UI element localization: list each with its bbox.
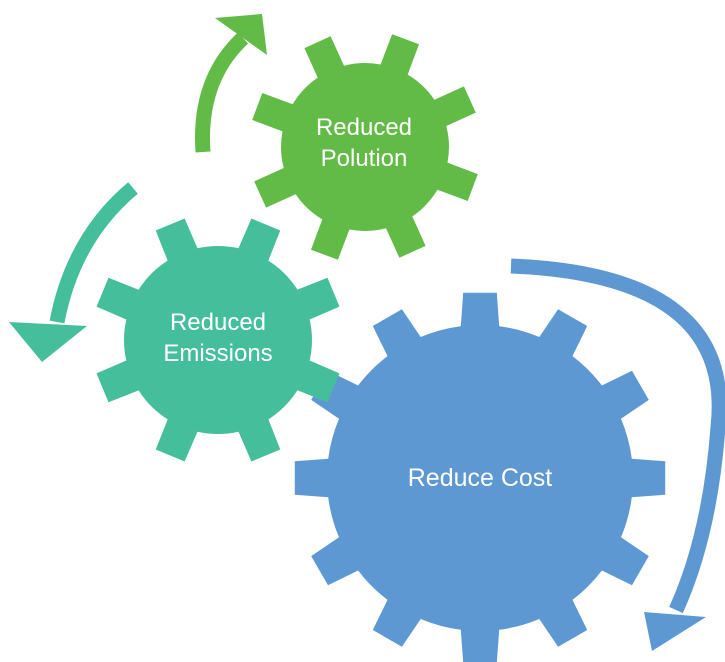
- gear-label-line: Reduced: [315, 114, 413, 141]
- gear-label-line: Polution: [320, 145, 408, 173]
- curved-arrow-down-left-icon: [49, 182, 138, 324]
- gear-reduced-emissions: [96, 218, 340, 462]
- gear-reduce-cost: [294, 292, 666, 662]
- arrow-head-icon: [215, 14, 267, 55]
- curved-arrow-down-icon: [510, 258, 725, 614]
- gear-label-line: Reduced: [169, 309, 267, 336]
- gear-label-reduce-cost: Reduce Cost: [370, 462, 590, 495]
- gear-label-reduced-pollution: Reduced Polution: [284, 112, 444, 174]
- arrow-head-icon: [644, 612, 706, 651]
- curved-arrow-up-icon: [195, 32, 249, 153]
- gear-label-line: Reduce Cost: [407, 464, 553, 492]
- arrow-head-icon: [9, 322, 87, 362]
- gear-label-line: Emissions: [163, 340, 273, 368]
- gear-reduced-pollution: [252, 34, 478, 260]
- gear-label-reduced-emissions: Reduced Emissions: [128, 307, 308, 369]
